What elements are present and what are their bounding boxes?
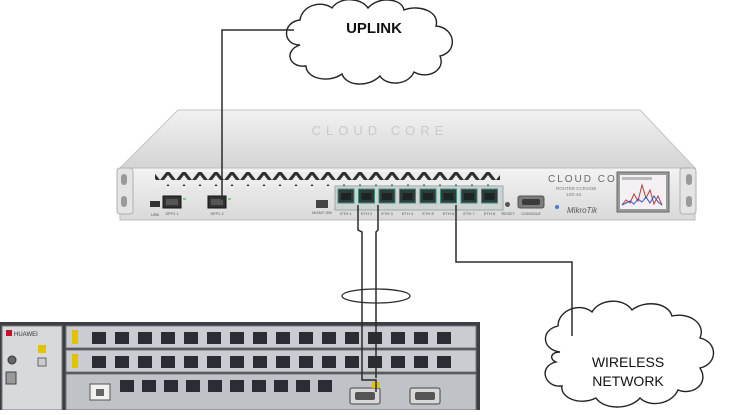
olt-pon-port[interactable]	[253, 332, 267, 344]
usb-label: USB	[151, 212, 160, 217]
mikrotik-router: CLOUD CORE USB SFP1 1 SFP1 2 MGMT SW	[116, 109, 697, 221]
ethernet-port-label: ETH 2	[361, 211, 373, 216]
uplink-cloud: UPLINK	[285, 0, 453, 85]
vent-pattern	[155, 172, 500, 186]
wireless-label-line2: NETWORK	[592, 373, 664, 389]
link-aggregation-ellipse	[341, 288, 411, 304]
olt-pon-port[interactable]	[92, 332, 106, 344]
olt-uplink-port[interactable]	[274, 380, 288, 392]
ethernet-port-label: ETH 1	[340, 211, 352, 216]
huawei-olt: HUAWEI	[0, 322, 480, 411]
wireless-cloud: WIRELESS NETWORK	[544, 300, 715, 408]
reset-button[interactable]	[505, 202, 510, 207]
olt-pon-port[interactable]	[414, 332, 428, 344]
olt-pon-port[interactable]	[138, 356, 152, 368]
cables	[221, 29, 573, 392]
olt-pon-port[interactable]	[299, 356, 313, 368]
olt-pon-port[interactable]	[161, 356, 175, 368]
wireless-cable	[455, 205, 573, 336]
olt-pon-port[interactable]	[138, 332, 152, 344]
olt-pon-port[interactable]	[115, 356, 129, 368]
olt-pon-port[interactable]	[184, 356, 198, 368]
ethernet-port-label: ETH 4	[402, 211, 414, 216]
router-top-logo: CLOUD CORE	[312, 123, 449, 138]
uplink-cable	[221, 29, 294, 200]
vendor-logo: MikroTik	[567, 206, 598, 215]
olt-uplink-port[interactable]	[318, 380, 332, 392]
olt-pon-port[interactable]	[276, 332, 290, 344]
olt-pon-port[interactable]	[115, 332, 129, 344]
ethernet-port-7[interactable]	[460, 188, 478, 204]
olt-pon-port[interactable]	[207, 332, 221, 344]
olt-uplink-port[interactable]	[230, 380, 244, 392]
olt-link-2	[375, 205, 379, 378]
status-led	[555, 205, 559, 209]
model-line2: ROUTER CCR1036	[556, 186, 597, 191]
olt-pon-port[interactable]	[299, 332, 313, 344]
olt-uplink-port[interactable]	[252, 380, 266, 392]
sfp-port-1[interactable]	[162, 195, 182, 209]
olt-pon-port[interactable]	[437, 332, 451, 344]
olt-pon-port[interactable]	[345, 356, 359, 368]
mgmt-port[interactable]	[316, 200, 328, 208]
olt-pon-port[interactable]	[230, 356, 244, 368]
olt-pon-port[interactable]	[253, 356, 267, 368]
olt-uplink-port[interactable]	[164, 380, 178, 392]
mgmt-label: MGMT SW	[312, 210, 332, 215]
olt-uplink-port[interactable]	[142, 380, 156, 392]
olt-pon-port[interactable]	[230, 332, 244, 344]
ethernet-port-6[interactable]	[440, 188, 457, 204]
olt-pon-port[interactable]	[207, 356, 221, 368]
olt-card-3	[65, 373, 477, 411]
olt-uplink-port[interactable]	[208, 380, 222, 392]
ethernet-port-label: ETH 8	[484, 211, 496, 216]
olt-pon-port[interactable]	[92, 356, 106, 368]
olt-pon-port[interactable]	[368, 356, 382, 368]
olt-pon-port[interactable]	[161, 332, 175, 344]
model-line1: CLOUD CORE	[548, 174, 635, 185]
usb-port[interactable]	[150, 201, 160, 207]
olt-pon-port[interactable]	[391, 356, 405, 368]
olt-vendor: HUAWEI	[14, 332, 38, 338]
ethernet-port-1[interactable]	[337, 188, 355, 204]
reset-label: RESET	[501, 211, 515, 216]
olt-pon-port[interactable]	[322, 332, 336, 344]
wireless-label-line1: WIRELESS	[592, 354, 664, 370]
ethernet-port-4[interactable]	[399, 188, 416, 204]
sfp1-label: SFP1 1	[165, 211, 179, 216]
olt-pon-port[interactable]	[414, 356, 428, 368]
ethernet-port-label: ETH 5	[422, 211, 434, 216]
ethernet-port-3[interactable]	[378, 188, 396, 204]
ethernet-port-label: ETH 7	[463, 211, 475, 216]
olt-uplink-port[interactable]	[186, 380, 200, 392]
sfp-port-2[interactable]	[207, 195, 227, 209]
lcd-screen[interactable]	[616, 171, 670, 213]
olt-link-1	[357, 205, 377, 392]
uplink-label: UPLINK	[346, 20, 402, 37]
ethernet-port-label: ETH 3	[381, 211, 393, 216]
console-label: CONSOLE	[521, 211, 541, 216]
ethernet-port-2[interactable]	[358, 188, 375, 204]
olt-uplink-port[interactable]	[296, 380, 310, 392]
model-line3: 12G-4S	[566, 192, 582, 197]
ethernet-port-label: ETH 6	[443, 211, 455, 216]
olt-pon-port[interactable]	[437, 356, 451, 368]
olt-pon-port[interactable]	[322, 356, 336, 368]
sfp2-label: SFP1 2	[210, 211, 224, 216]
olt-uplink-port[interactable]	[120, 380, 134, 392]
olt-pon-port[interactable]	[345, 332, 359, 344]
olt-pon-port[interactable]	[276, 356, 290, 368]
olt-pon-port[interactable]	[391, 332, 405, 344]
console-port[interactable]	[517, 195, 545, 209]
ethernet-port-8[interactable]	[481, 188, 498, 204]
ethernet-port-5[interactable]	[419, 188, 437, 204]
olt-pon-port[interactable]	[368, 332, 382, 344]
olt-pon-port[interactable]	[184, 332, 198, 344]
